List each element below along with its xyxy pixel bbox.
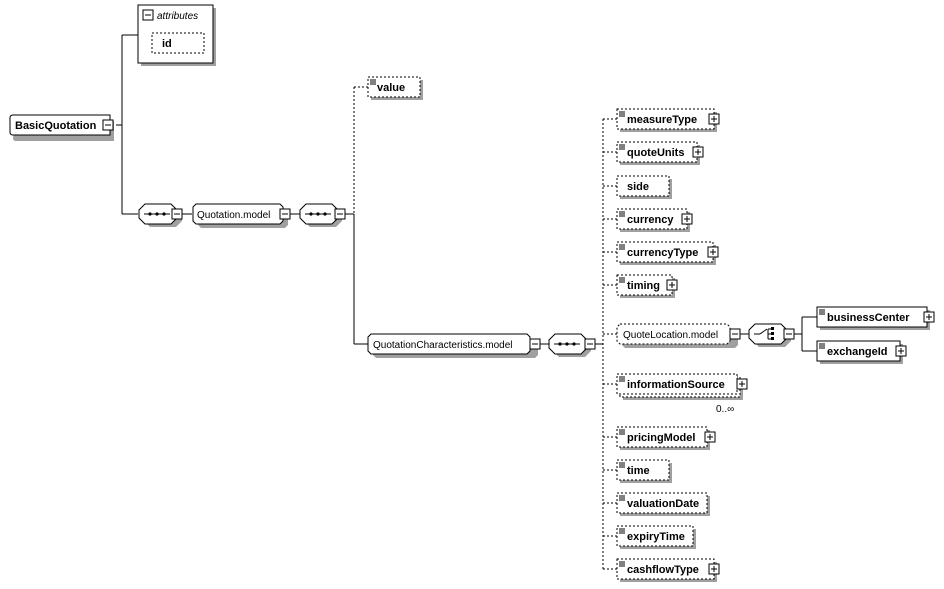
group-quotelocation-model[interactable]: QuoteLocation.model bbox=[616, 323, 738, 348]
expand-icon[interactable] bbox=[707, 246, 719, 258]
element-currency[interactable]: currency bbox=[616, 208, 690, 232]
collapse-icon[interactable] bbox=[529, 338, 541, 350]
side-label: side bbox=[627, 181, 649, 193]
group-quotation-characteristics-model[interactable]: QuotationCharacteristics.model bbox=[367, 333, 538, 358]
element-cashflowtype[interactable]: cashflowType bbox=[616, 558, 717, 582]
attributes-panel: attributes id bbox=[137, 4, 216, 66]
sequence-compositor-icon bbox=[144, 212, 170, 216]
choice-compositor[interactable] bbox=[748, 323, 791, 347]
documentation-icon bbox=[619, 429, 625, 435]
attributes-header: attributes bbox=[157, 11, 198, 22]
collapse-icon[interactable] bbox=[102, 119, 114, 131]
businesscenter-label: businessCenter bbox=[827, 312, 910, 324]
informationsource-cardinality: 0..∞ bbox=[716, 404, 734, 415]
documentation-icon bbox=[619, 277, 625, 283]
documentation-icon bbox=[619, 111, 625, 117]
documentation-icon bbox=[619, 561, 625, 567]
quotelocation-model-label: QuoteLocation.model bbox=[623, 330, 718, 341]
documentation-icon bbox=[619, 144, 625, 150]
expand-icon[interactable] bbox=[692, 146, 704, 158]
documentation-icon bbox=[619, 211, 625, 217]
pricingmodel-label: pricingModel bbox=[627, 432, 695, 444]
valuationdate-label: valuationDate bbox=[627, 498, 699, 510]
expand-icon[interactable] bbox=[704, 431, 716, 443]
documentation-icon bbox=[370, 79, 376, 85]
collapse-icon[interactable] bbox=[171, 208, 183, 220]
documentation-icon bbox=[619, 244, 625, 250]
exchangeid-label: exchangeId bbox=[827, 346, 888, 358]
expand-icon[interactable] bbox=[736, 378, 748, 390]
attribute-id: id bbox=[162, 38, 172, 50]
element-expirytime[interactable]: expiryTime bbox=[616, 525, 696, 549]
connectors bbox=[116, 34, 817, 570]
documentation-icon bbox=[619, 528, 625, 534]
collapse-icon[interactable] bbox=[142, 9, 154, 21]
cashflowtype-label: cashflowType bbox=[627, 564, 699, 576]
element-exchangeid[interactable]: exchangeId bbox=[816, 340, 903, 364]
value-label: value bbox=[377, 82, 405, 94]
quoteunits-label: quoteUnits bbox=[627, 147, 684, 159]
expand-icon[interactable] bbox=[666, 279, 678, 291]
element-pricingmodel[interactable]: pricingModel bbox=[616, 426, 710, 450]
collapse-icon[interactable] bbox=[334, 208, 346, 220]
collapse-icon[interactable] bbox=[729, 328, 741, 340]
element-quoteunits[interactable]: quoteUnits bbox=[616, 141, 700, 165]
documentation-icon bbox=[819, 309, 825, 315]
informationsource-label: informationSource bbox=[627, 379, 725, 391]
expirytime-label: expiryTime bbox=[627, 531, 685, 543]
documentation-icon bbox=[619, 495, 625, 501]
quotation-characteristics-model-label: QuotationCharacteristics.model bbox=[373, 340, 513, 351]
element-currencytype[interactable]: currencyType bbox=[616, 241, 716, 265]
expand-icon[interactable] bbox=[923, 311, 935, 323]
element-informationsource[interactable]: informationSource 0..∞ bbox=[616, 373, 743, 415]
measuretype-label: measureType bbox=[627, 114, 697, 126]
sequence-compositor-2[interactable] bbox=[299, 203, 342, 227]
collapse-icon[interactable] bbox=[783, 328, 795, 340]
currencytype-label: currencyType bbox=[627, 247, 698, 259]
timing-label: timing bbox=[627, 280, 660, 292]
root-element-basicquotation[interactable]: BasicQuotation bbox=[9, 114, 114, 141]
element-measuretype[interactable]: measureType bbox=[616, 108, 717, 132]
element-valuationdate[interactable]: valuationDate bbox=[616, 492, 710, 516]
collapse-icon[interactable] bbox=[584, 338, 596, 350]
documentation-icon bbox=[619, 462, 625, 468]
sequence-compositor-3[interactable] bbox=[548, 333, 591, 357]
element-businesscenter[interactable]: businessCenter bbox=[816, 306, 930, 330]
sequence-compositor-icon bbox=[554, 342, 580, 346]
documentation-icon bbox=[619, 376, 625, 382]
element-value[interactable]: value bbox=[367, 76, 423, 100]
choice-compositor-icon bbox=[754, 327, 774, 340]
time-label: time bbox=[627, 465, 650, 477]
quotation-model-label: Quotation.model bbox=[197, 210, 270, 221]
documentation-icon bbox=[819, 343, 825, 349]
currency-label: currency bbox=[627, 214, 674, 226]
collapse-icon[interactable] bbox=[279, 208, 291, 220]
expand-icon[interactable] bbox=[708, 563, 720, 575]
sequence-compositor-icon bbox=[305, 212, 331, 216]
element-side[interactable]: side bbox=[616, 175, 672, 199]
element-time[interactable]: time bbox=[616, 459, 672, 483]
expand-icon[interactable] bbox=[895, 345, 907, 357]
expand-icon[interactable] bbox=[708, 113, 720, 125]
expand-icon[interactable] bbox=[681, 213, 693, 225]
element-timing[interactable]: timing bbox=[616, 274, 675, 298]
root-label: BasicQuotation bbox=[15, 120, 97, 132]
group-quotation-model[interactable]: Quotation.model bbox=[192, 203, 288, 228]
